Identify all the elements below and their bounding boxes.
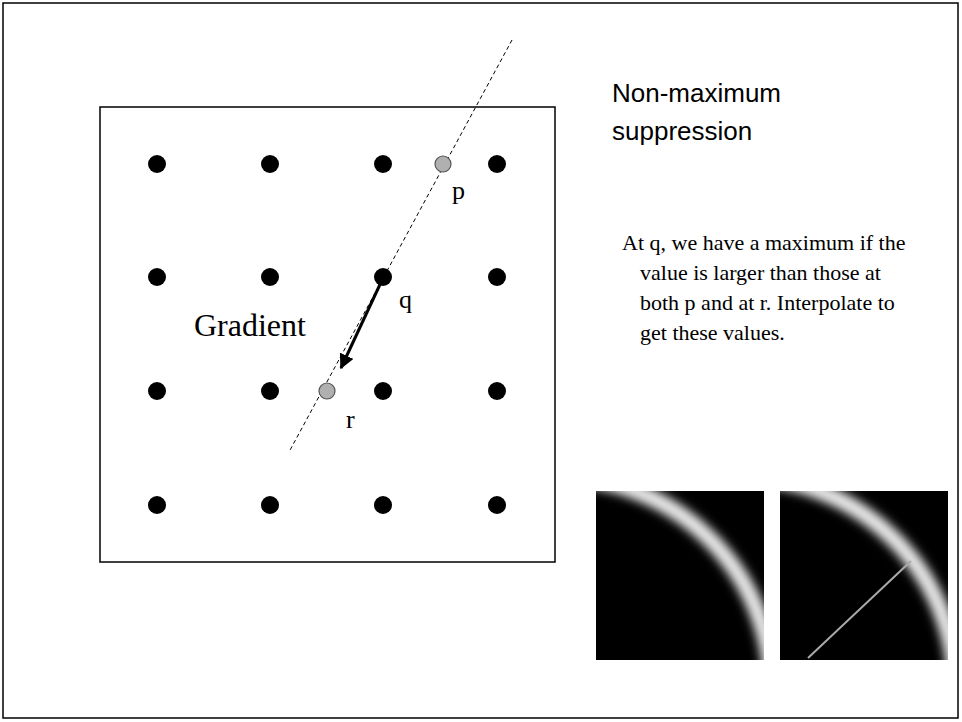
gradient-arrow xyxy=(341,278,383,368)
pixel-dot xyxy=(374,268,392,286)
point-label: q xyxy=(399,285,412,315)
pixel-dot xyxy=(261,155,279,173)
pixel-dot xyxy=(374,496,392,514)
pixel-dot xyxy=(148,155,166,173)
pixel-dot xyxy=(148,496,166,514)
interpolated-point xyxy=(435,156,451,172)
pixel-dot xyxy=(261,382,279,400)
pixel-grid xyxy=(148,155,506,514)
note-text: At q, we have a maximum if the value is … xyxy=(622,228,915,348)
pixel-dot xyxy=(148,382,166,400)
point-label: p xyxy=(452,176,465,206)
point-label: r xyxy=(346,405,355,435)
edge-image-with-normal xyxy=(532,477,956,722)
edge-image xyxy=(348,477,772,722)
pixel-dot xyxy=(261,496,279,514)
gradient-line xyxy=(289,40,512,452)
pixel-dot xyxy=(488,382,506,400)
slide-title: Non-maximum suppression xyxy=(612,74,812,150)
pixel-dot xyxy=(488,268,506,286)
pixel-dot xyxy=(488,496,506,514)
pixel-dot xyxy=(488,155,506,173)
pixel-dot xyxy=(261,268,279,286)
arrow-label: Gradient xyxy=(194,306,306,344)
pixel-dot xyxy=(374,155,392,173)
slide-border xyxy=(3,3,958,718)
pixel-dot xyxy=(148,268,166,286)
grid-frame xyxy=(100,107,555,562)
interpolated-point xyxy=(319,383,335,399)
pixel-dot xyxy=(374,382,392,400)
